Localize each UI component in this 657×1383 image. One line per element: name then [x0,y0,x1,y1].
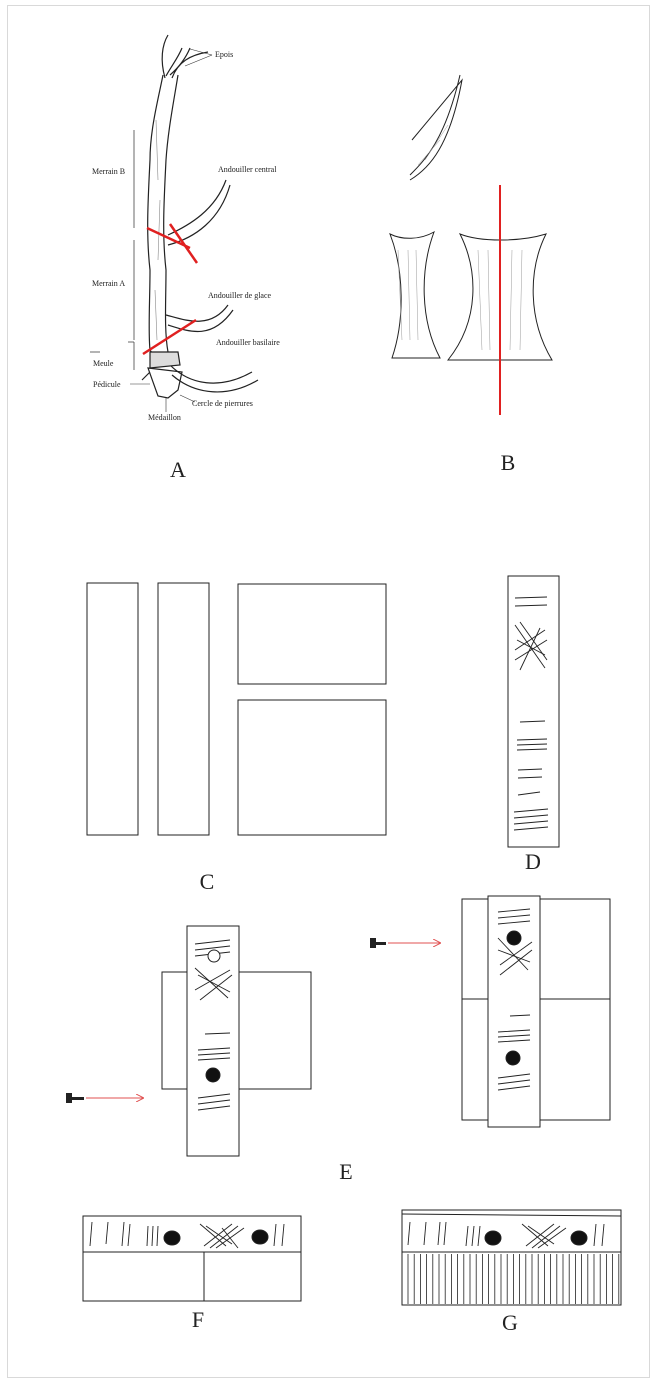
panel-d-engraved-strip [508,576,559,847]
blank-plate-2 [238,700,386,835]
panel-label-f: F [192,1307,204,1332]
panel-e-rivet-right [370,938,440,948]
panel-label-c: C [200,869,215,894]
panel-b-tine [410,75,462,180]
panel-label-g: G [502,1310,518,1335]
label-medaillon: Médaillon [148,413,181,422]
panel-label-a: A [170,457,186,482]
panel-c-blanks [87,583,386,835]
blank-strip-2 [158,583,209,835]
label-andouiller-glace: Andouiller de glace [208,291,272,300]
label-merrain-b: Merrain B [92,167,125,176]
label-cercle-pierrures: Cercle de pierrures [192,399,253,408]
label-meule: Meule [93,359,114,368]
panel-e-assembly-right [462,896,610,1127]
panel-e-rivet-left [66,1093,143,1103]
label-merrain-a: Merrain A [92,279,125,288]
label-andouiller-basilaire: Andouiller basilaire [216,338,280,347]
panel-label-b: B [501,450,516,475]
panel-b-segment-left [390,232,440,358]
panel-a-brackets [90,130,134,370]
label-epois: Epois [215,50,233,59]
panel-e-assembly-left [162,926,311,1156]
panel-label-e: E [339,1159,352,1184]
label-pedicule: Pédicule [93,380,121,389]
panel-f-assembly [83,1216,301,1301]
panel-label-d: D [525,849,541,874]
panel-a-cut-lines [143,224,197,354]
label-andouiller-central: Andouiller central [218,165,277,174]
panel-g-comb-teeth [408,1254,619,1304]
blank-plate-1 [238,584,386,684]
blank-strip-1 [87,583,138,835]
